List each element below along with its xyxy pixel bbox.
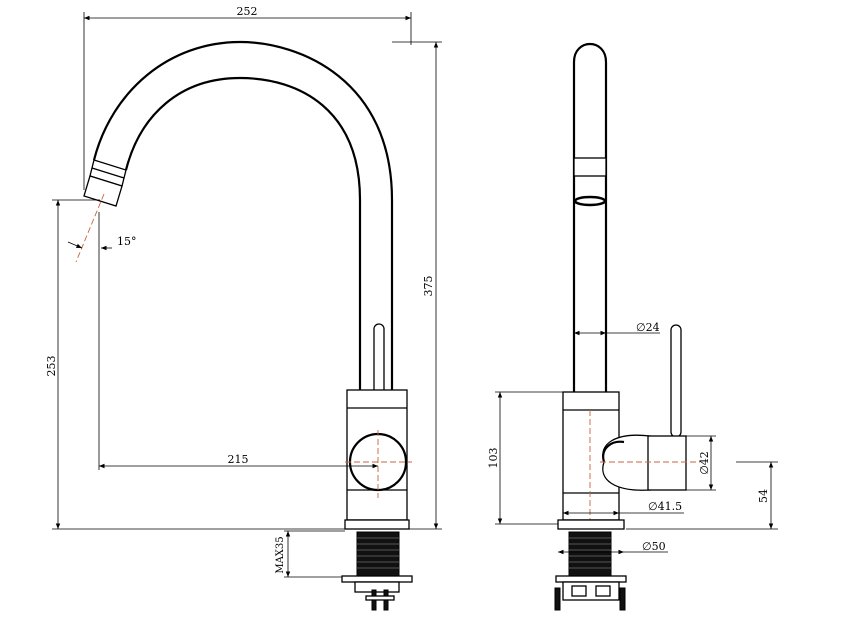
dim-label-overall-height: 375 [422, 276, 435, 297]
dim-body-diameter: ∅41.5 [563, 500, 684, 516]
dim-spout-reach: 215 [99, 453, 378, 469]
faucet-body [346, 389, 408, 521]
side-handle-cap [647, 435, 687, 491]
spout-nozzle [83, 175, 123, 207]
dim-label-body-height: 103 [487, 448, 500, 469]
dim-label-overall-width: 252 [237, 5, 258, 18]
dim-handle-height: 54 [626, 461, 778, 530]
dim-max-thickness: MAX35 [275, 530, 345, 578]
dim-spout-diameter: ∅24 [574, 321, 660, 336]
dim-label-max-thickness: MAX35 [275, 536, 286, 573]
dim-base-diameter: ∅50 [558, 540, 668, 555]
dim-label-handle-diameter: 42 [698, 451, 711, 465]
front-view: 252 375 253 215 15° [45, 5, 442, 611]
dim-body-height: 103 [487, 391, 563, 525]
side-spout [572, 43, 608, 392]
svg-text:∅24: ∅24 [636, 321, 660, 334]
dim-label-spout-reach: 215 [228, 453, 249, 466]
side-bolt-left [554, 587, 561, 611]
side-view: ∅24 103 ∅41.5 ∅42 ∅50 [487, 43, 778, 611]
svg-text:∅42: ∅42 [698, 451, 711, 475]
dim-label-spout-angle: 15° [117, 235, 137, 248]
spout-inner-curve [124, 76, 362, 395]
side-aerator-band [573, 157, 607, 177]
dim-spout-angle: 15° [67, 235, 137, 251]
svg-text:∅41.5: ∅41.5 [648, 500, 682, 513]
side-aerator-outlet [573, 195, 607, 207]
diameter-symbol: ∅ [636, 321, 646, 334]
svg-text:∅50: ∅50 [642, 540, 666, 553]
threaded-shank [356, 531, 400, 577]
dim-label-handle-height: 54 [757, 489, 770, 503]
shank-thread-lines [357, 537, 399, 569]
outlet-axis-line [75, 193, 105, 263]
side-bolt-right [619, 587, 626, 611]
dim-label-body-diameter: 41.5 [658, 500, 683, 513]
dim-overall-width: 252 [83, 5, 412, 190]
dim-label-spout-height: 253 [45, 356, 58, 377]
spout-outer-curve [92, 40, 394, 395]
diameter-symbol: ∅ [648, 500, 658, 513]
side-lever-handle [670, 324, 682, 438]
base-plate [344, 519, 410, 530]
side-threaded-shank [568, 531, 612, 577]
dim-spout-height: 253 [45, 199, 345, 530]
side-mounting-plate [555, 575, 627, 583]
diameter-symbol: ∅ [698, 465, 711, 475]
dim-label-base-diameter: 50 [652, 540, 666, 553]
dim-overall-height: 375 [392, 41, 442, 530]
mounting-plate [341, 575, 413, 583]
diameter-symbol: ∅ [642, 540, 652, 553]
dim-label-spout-diameter: 24 [646, 321, 660, 334]
dim-handle-diameter: ∅42 [686, 435, 716, 491]
side-base-plate [557, 519, 625, 530]
